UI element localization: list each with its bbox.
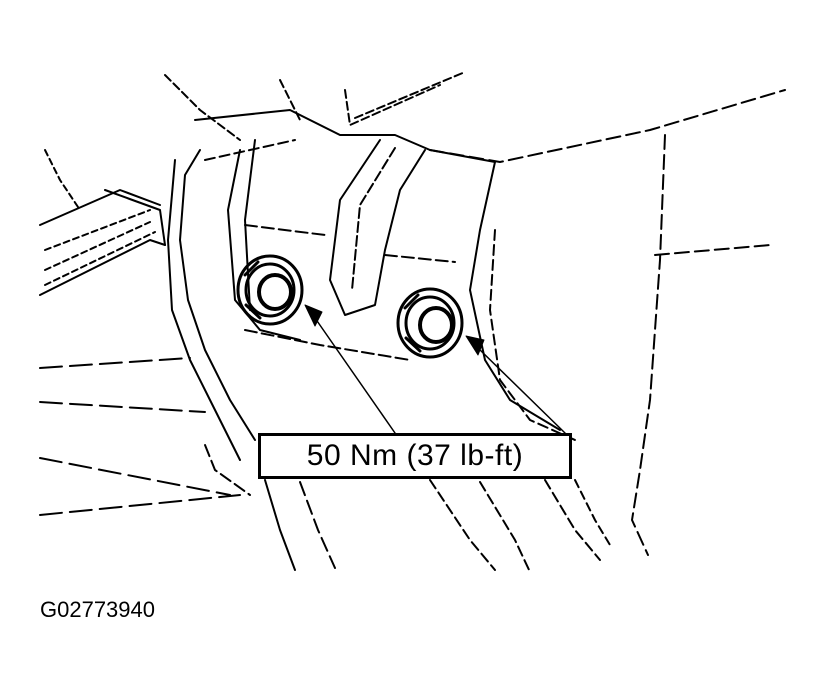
torque-callout-label: 50 Nm (37 lb-ft): [258, 433, 572, 479]
leader-line-right: [477, 347, 566, 434]
bracket-right-edge: [489, 229, 576, 441]
body-panel-top-edge: [429, 89, 786, 163]
tool-curve: [44, 149, 81, 211]
bracket-inner-left: [179, 149, 256, 441]
bottom-line-c: [429, 479, 496, 571]
bottom-line-f: [574, 479, 611, 546]
bottom-line-e: [544, 479, 601, 561]
bracket-fold: [227, 149, 301, 341]
tool-arm-tip: [104, 189, 166, 246]
frame-line-3: [39, 457, 231, 496]
bracket-center-tab: [329, 139, 426, 316]
leader-arrow-right: [465, 335, 485, 356]
bracket-crease-upper: [244, 224, 326, 236]
bracket-crease-lower: [244, 329, 411, 361]
bolt-right-icon: [396, 287, 464, 359]
frame-line-1: [39, 357, 191, 369]
bolt-left-icon: [236, 254, 304, 326]
bracket-outer: [194, 109, 561, 431]
leader-line-left: [314, 317, 396, 434]
body-panel-mid-line: [654, 244, 771, 256]
bottom-line-a: [264, 479, 296, 571]
hose-top-b: [354, 71, 466, 119]
bracket-inner-left-2: [167, 159, 241, 461]
hose-top-c: [164, 74, 241, 141]
bracket-crease-right: [384, 254, 456, 263]
tool-arm-bottom: [39, 239, 166, 296]
tool-arm-top: [39, 189, 161, 226]
bracket-ledge: [204, 139, 296, 161]
frame-line-2: [39, 401, 206, 413]
bottom-line-d: [479, 481, 531, 573]
hose-top-a: [344, 84, 441, 126]
bottom-line-b: [299, 481, 336, 569]
body-panel-right-edge: [631, 134, 666, 556]
frame-line-5: [204, 444, 251, 496]
tool-arm-hatch: [44, 209, 156, 286]
figure-id-label: G02773940: [40, 597, 155, 622]
frame-line-4: [39, 494, 241, 516]
leader-arrow-left: [304, 304, 323, 327]
bracket-center-tab-inner: [351, 147, 396, 291]
